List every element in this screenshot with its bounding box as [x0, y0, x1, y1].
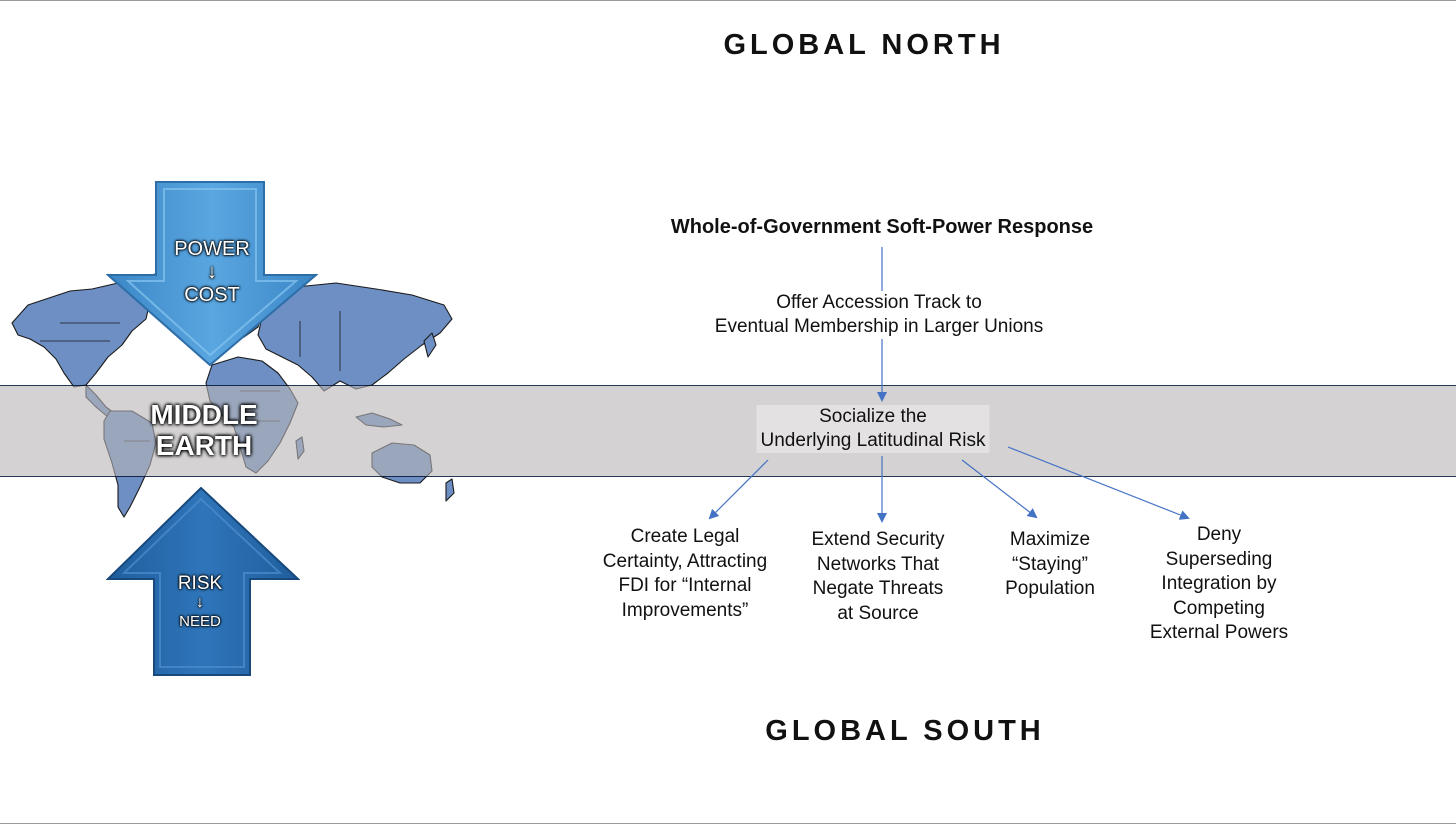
leaf-staying-population: Maximize “Staying” Population	[1005, 528, 1095, 602]
leaf-line: Extend Security	[811, 529, 945, 550]
leaf-line: at Source	[837, 602, 919, 624]
map-asia	[257, 282, 453, 392]
down-arrow-symbol-icon: ↓	[195, 594, 204, 611]
leaf-line: Certainty, Attracting	[602, 550, 768, 572]
leaf-legal-certainty: Create Legal Certainty, Attracting FDI f…	[603, 525, 767, 623]
leaf-line: Improvements”	[621, 599, 749, 621]
connector-to-staying-population	[961, 459, 1038, 519]
leaf-security-networks: Extend Security Networks That Negate Thr…	[811, 528, 944, 626]
map-new-zealand	[445, 478, 455, 502]
leaf-line: “Staying”	[1011, 553, 1089, 575]
middle-earth-label: MIDDLE EARTH	[150, 399, 257, 461]
socialize-risk-node: Socialize the Underlying Latitudinal Ris…	[756, 405, 990, 453]
socialize-line1: Socialize the	[819, 406, 927, 427]
leaf-line: Networks That	[816, 553, 940, 575]
socialize-line2: Underlying Latitudinal Risk	[760, 430, 986, 451]
leaf-line: External Powers	[1149, 622, 1289, 643]
power-cost-arrow	[106, 181, 318, 367]
map-japan	[423, 332, 437, 358]
global-south-heading: GLOBAL SOUTH	[765, 715, 1045, 747]
risk-need-label: RISK ↓ NEED	[178, 573, 222, 633]
leaf-line: Integration by	[1161, 573, 1277, 594]
cost-text: COST	[184, 284, 240, 306]
leaf-line: Maximize	[1009, 529, 1091, 550]
connector-to-legal-certainty	[708, 459, 769, 520]
leaf-line: Competing	[1173, 597, 1265, 619]
root-title: Whole-of-Government Soft-Power Response	[670, 216, 1094, 238]
leaf-line: FDI for “Internal	[618, 575, 752, 596]
leaf-line: Population	[1005, 578, 1095, 599]
power-text: POWER	[174, 238, 250, 260]
need-text: NEED	[179, 613, 221, 630]
accession-line1: Offer Accession Track to	[776, 292, 982, 313]
risk-need-arrow	[106, 487, 300, 676]
global-north-heading: GLOBAL NORTH	[723, 29, 1005, 61]
leaf-line: Superseding	[1165, 548, 1273, 570]
middle-earth-line2: EARTH	[155, 430, 253, 461]
leaf-deny-integration: Deny Superseding Integration by Competin…	[1150, 523, 1288, 646]
leaf-line: Create Legal	[630, 526, 740, 547]
down-arrow-symbol-icon: ↓	[207, 261, 217, 283]
connector-to-deny-integration	[1007, 446, 1190, 520]
risk-text: RISK	[177, 573, 223, 594]
leaf-line: Negate Threats	[812, 578, 944, 599]
power-cost-label: POWER ↓ COST	[174, 236, 250, 308]
middle-earth-band-outline	[0, 385, 1456, 477]
middle-earth-line1: MIDDLE	[150, 399, 258, 430]
map-north-america	[11, 282, 151, 388]
leaf-line: Deny	[1196, 524, 1242, 545]
accession-line2: Eventual Membership in Larger Unions	[714, 316, 1044, 337]
accession-track-node: Offer Accession Track to Eventual Member…	[710, 291, 1048, 339]
